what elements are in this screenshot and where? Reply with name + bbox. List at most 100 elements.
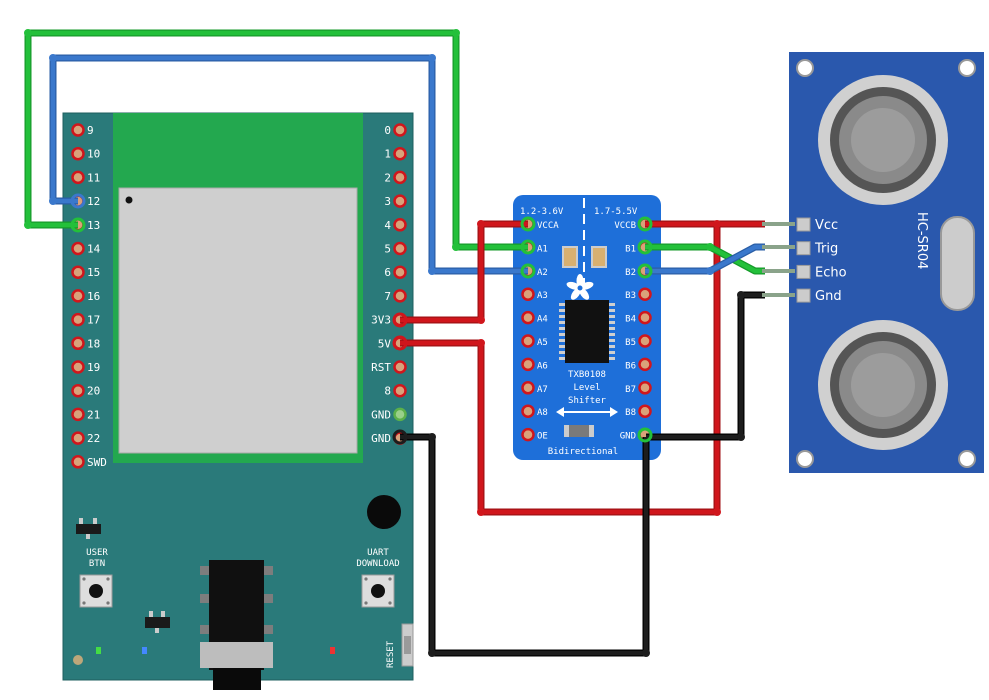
board-pin-label: 7: [384, 290, 391, 303]
shifter-pin-label: A7: [537, 385, 548, 395]
sensor-title: HC-SR04: [914, 212, 929, 269]
bidirectional-arrow-icon: [556, 407, 618, 417]
board-pin-right-5[interactable]: 5: [384, 241, 407, 256]
board-pin-left-22[interactable]: 22: [71, 431, 101, 445]
board-pin-left-11[interactable]: 11: [71, 170, 101, 184]
sensor-pin-echo[interactable]: Echo: [796, 264, 847, 280]
shifter-pin-label: A3: [537, 291, 548, 301]
shifter-pin-label: B6: [625, 361, 636, 371]
led-green: [96, 647, 101, 654]
shifter-pin-a6[interactable]: A6: [521, 357, 548, 372]
shifter-pin-label: OE: [537, 432, 548, 442]
user-button[interactable]: [79, 574, 113, 608]
board-pin-right-gnd[interactable]: GND: [371, 407, 407, 421]
board-pin-label: 21: [87, 408, 100, 421]
sensor-pin-gnd[interactable]: Gnd: [796, 288, 842, 304]
shifter-pin-b4[interactable]: B4: [625, 310, 652, 325]
board-pin-left-18[interactable]: 18: [71, 336, 101, 350]
shifter-pin-label: A1: [537, 244, 548, 254]
shifter-pin-b3[interactable]: B3: [625, 287, 652, 302]
shifter-pin-b6[interactable]: B6: [625, 357, 652, 372]
board-pin-left-14[interactable]: 14: [71, 241, 101, 256]
chip-label: TXB0108: [568, 370, 606, 380]
shifter-pin-label: VCCB: [614, 221, 636, 231]
shifter-pin-b7[interactable]: B7: [625, 381, 652, 395]
board-pin-left-16[interactable]: 16: [71, 289, 101, 303]
sensor-pin-label: Vcc: [815, 218, 838, 233]
shifter-pin-a4[interactable]: A4: [521, 310, 548, 325]
wire-black-gnd-board[interactable]: [400, 433, 650, 657]
shifter-pin-b5[interactable]: B5: [625, 334, 652, 349]
led-red: [330, 647, 335, 654]
sensor-pin-trig[interactable]: Trig: [796, 241, 838, 257]
shifter-pin-label: VCCA: [537, 221, 559, 231]
pin1-dot: [125, 196, 133, 204]
shifter-pin-label: B4: [625, 315, 636, 325]
shifter-pin-label: B8: [625, 408, 636, 418]
wire-black-gnd-sensor[interactable]: [646, 291, 765, 441]
board-pin-label: 3: [384, 195, 391, 208]
mount-hole: [73, 655, 83, 665]
board-pin-label: RST: [371, 361, 391, 374]
sensor-mount-hole-br: [958, 450, 976, 468]
board-pin-right-4[interactable]: 4: [384, 218, 407, 232]
shifter-pin-label: GND: [620, 432, 636, 442]
board-pin-label: 9: [87, 124, 94, 137]
shifter-pin-label: A6: [537, 361, 548, 371]
shifter-pin-a3[interactable]: A3: [521, 287, 548, 302]
board-pin-label: 3V3: [371, 314, 391, 327]
board-pin-label: GND: [371, 432, 391, 445]
shifter-pin-a7[interactable]: A7: [521, 381, 548, 395]
smd-regulator: [145, 611, 170, 633]
shifter-pin-label: A8: [537, 408, 548, 418]
sensor-pin-vcc[interactable]: Vcc: [796, 217, 838, 233]
shifter-pin-b8[interactable]: B8: [625, 404, 652, 419]
board-pin-right-2[interactable]: 2: [384, 170, 407, 184]
shifter-pin-a8[interactable]: A8: [521, 404, 548, 419]
sensor-lead-stubs: [762, 222, 795, 297]
board-pin-left-10[interactable]: 10: [71, 146, 101, 161]
txb0108-chip: [559, 300, 615, 363]
smd-transistor: [76, 518, 101, 539]
shifter-pin-a5[interactable]: A5: [521, 334, 548, 349]
board-pin-label: 13: [87, 219, 100, 232]
capacitor-1: [562, 246, 578, 268]
board-pin-left-21[interactable]: 21: [71, 407, 101, 421]
board-pin-right-1[interactable]: 1: [384, 146, 407, 161]
board-pin-right-0[interactable]: 0: [384, 123, 407, 137]
uart-download-button[interactable]: [361, 574, 395, 608]
board-pin-label: 16: [87, 290, 100, 303]
board-pin-left-swd[interactable]: SWD: [71, 455, 107, 469]
radio-module-shield: [118, 187, 358, 454]
crystal: [940, 216, 975, 311]
voltage-a: 1.2-3.6V: [520, 207, 564, 217]
board-pin-left-15[interactable]: 15: [71, 265, 101, 279]
user-btn-label-2: BTN: [89, 559, 105, 569]
board-pin-right-8[interactable]: 8: [384, 383, 407, 398]
shifter-pin-label: B2: [625, 268, 636, 278]
board-pin-right-rst[interactable]: RST: [371, 360, 407, 374]
sensor-pin-label: Trig: [814, 242, 838, 257]
sensor-mount-hole-bl: [796, 450, 814, 468]
sensor-mount-hole-tl: [796, 59, 814, 77]
board-pin-right-7[interactable]: 7: [384, 289, 407, 303]
board-pin-label: SWD: [87, 456, 107, 469]
resistor: [564, 425, 594, 437]
board-pin-label: 1: [384, 148, 391, 161]
board-pin-label: 0: [384, 124, 391, 137]
board-pin-label: 11: [87, 171, 100, 184]
shifter-pin-oe[interactable]: OE: [521, 427, 548, 442]
board-pin-left-9[interactable]: 9: [71, 123, 94, 137]
board-pin-left-17[interactable]: 17: [71, 312, 101, 327]
uart-label-2: DOWNLOAD: [356, 559, 399, 569]
board-pin-right-3[interactable]: 3: [384, 194, 407, 208]
board-pin-left-20[interactable]: 20: [71, 383, 101, 398]
reset-button[interactable]: [401, 623, 414, 667]
board-pin-right-6[interactable]: 6: [384, 265, 407, 279]
shifter-pin-label: A5: [537, 338, 548, 348]
wired-pin-overlays: [70, 193, 653, 445]
board-pin-left-19[interactable]: 19: [71, 360, 101, 374]
shifter-pin-label: A4: [537, 315, 548, 325]
